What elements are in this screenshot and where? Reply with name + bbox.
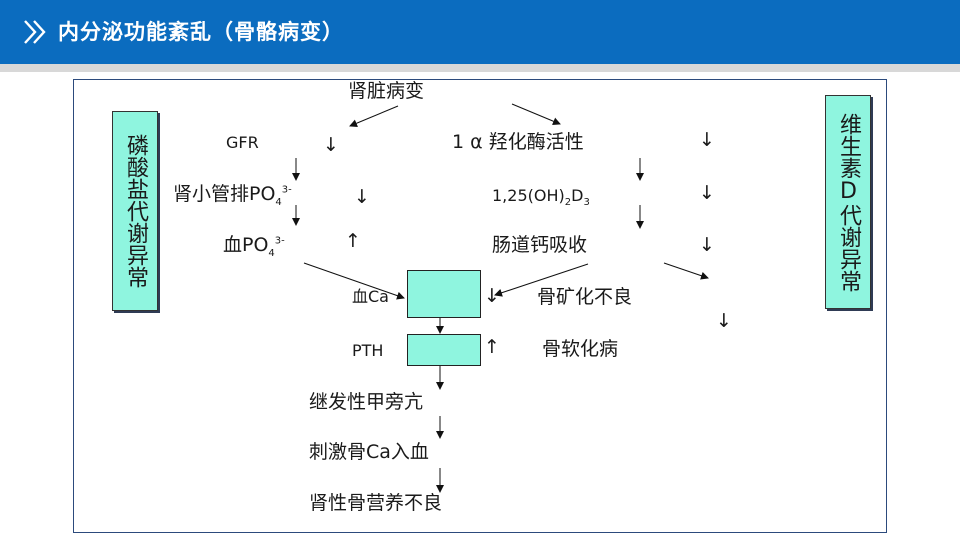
header-divider [0, 64, 960, 72]
node-pth: PTH [352, 341, 384, 360]
page-title: 内分泌功能紊乱（骨骼病变） [58, 20, 344, 44]
blood-ca-box [407, 270, 481, 318]
arrow-absorption-to-mineralization [663, 262, 709, 280]
node-tubule-excretion: 肾小管排PO43- [173, 183, 292, 208]
node-secondary-hpt: 继发性甲旁亢 [309, 391, 424, 413]
node-renal-osteodystrophy: 肾性骨营养不良 [309, 492, 443, 514]
arrow-blood-po4-to-ca [303, 262, 405, 300]
indicator-pth-up: ↑ [484, 336, 500, 358]
arrow-absorption-to-ca [494, 263, 589, 297]
node-intestinal-absorption: 肠道钙吸收 [492, 234, 588, 256]
indicator-mineralization-down: ↓ [716, 310, 732, 332]
node-stimulate-bone-ca: 刺激骨Ca入血 [309, 441, 429, 463]
indicator-gfr-down: ↓ [323, 134, 339, 156]
indicator-vitamin-d-down: ↓ [699, 182, 715, 204]
node-kidney-disease: 肾脏病变 [348, 80, 425, 102]
indicator-blood-po4-up: ↑ [345, 230, 361, 252]
indicator-excretion-down: ↓ [354, 186, 370, 208]
node-gfr: GFR [226, 133, 259, 152]
diagram-frame [73, 79, 887, 533]
double-chevron-right-icon [24, 20, 46, 44]
indicator-hydroxylase-down: ↓ [699, 129, 715, 151]
node-vitamin-d: 1,25(OH)2D3 [492, 186, 590, 209]
arrow-kidney-to-hydroxylase [511, 103, 561, 125]
indicator-blood-ca-down: ↓ [484, 285, 500, 307]
arrow-kidney-to-gfr [349, 105, 399, 127]
node-hydroxylase: 1 α 羟化酶活性 [452, 131, 584, 153]
pth-box [407, 334, 481, 366]
node-bone-mineralization: 骨矿化不良 [537, 286, 633, 308]
node-osteomalacia: 骨软化病 [542, 338, 619, 360]
node-blood-po4: 血PO43- [223, 234, 285, 259]
vitamin-d-metabolism-box: 维生素D代谢异常 [825, 95, 871, 309]
header-bar [0, 0, 960, 64]
node-blood-ca: 血Ca [352, 287, 389, 306]
phosphate-metabolism-box: 磷酸盐代谢异常 [112, 111, 158, 311]
indicator-absorption-down: ↓ [699, 234, 715, 256]
